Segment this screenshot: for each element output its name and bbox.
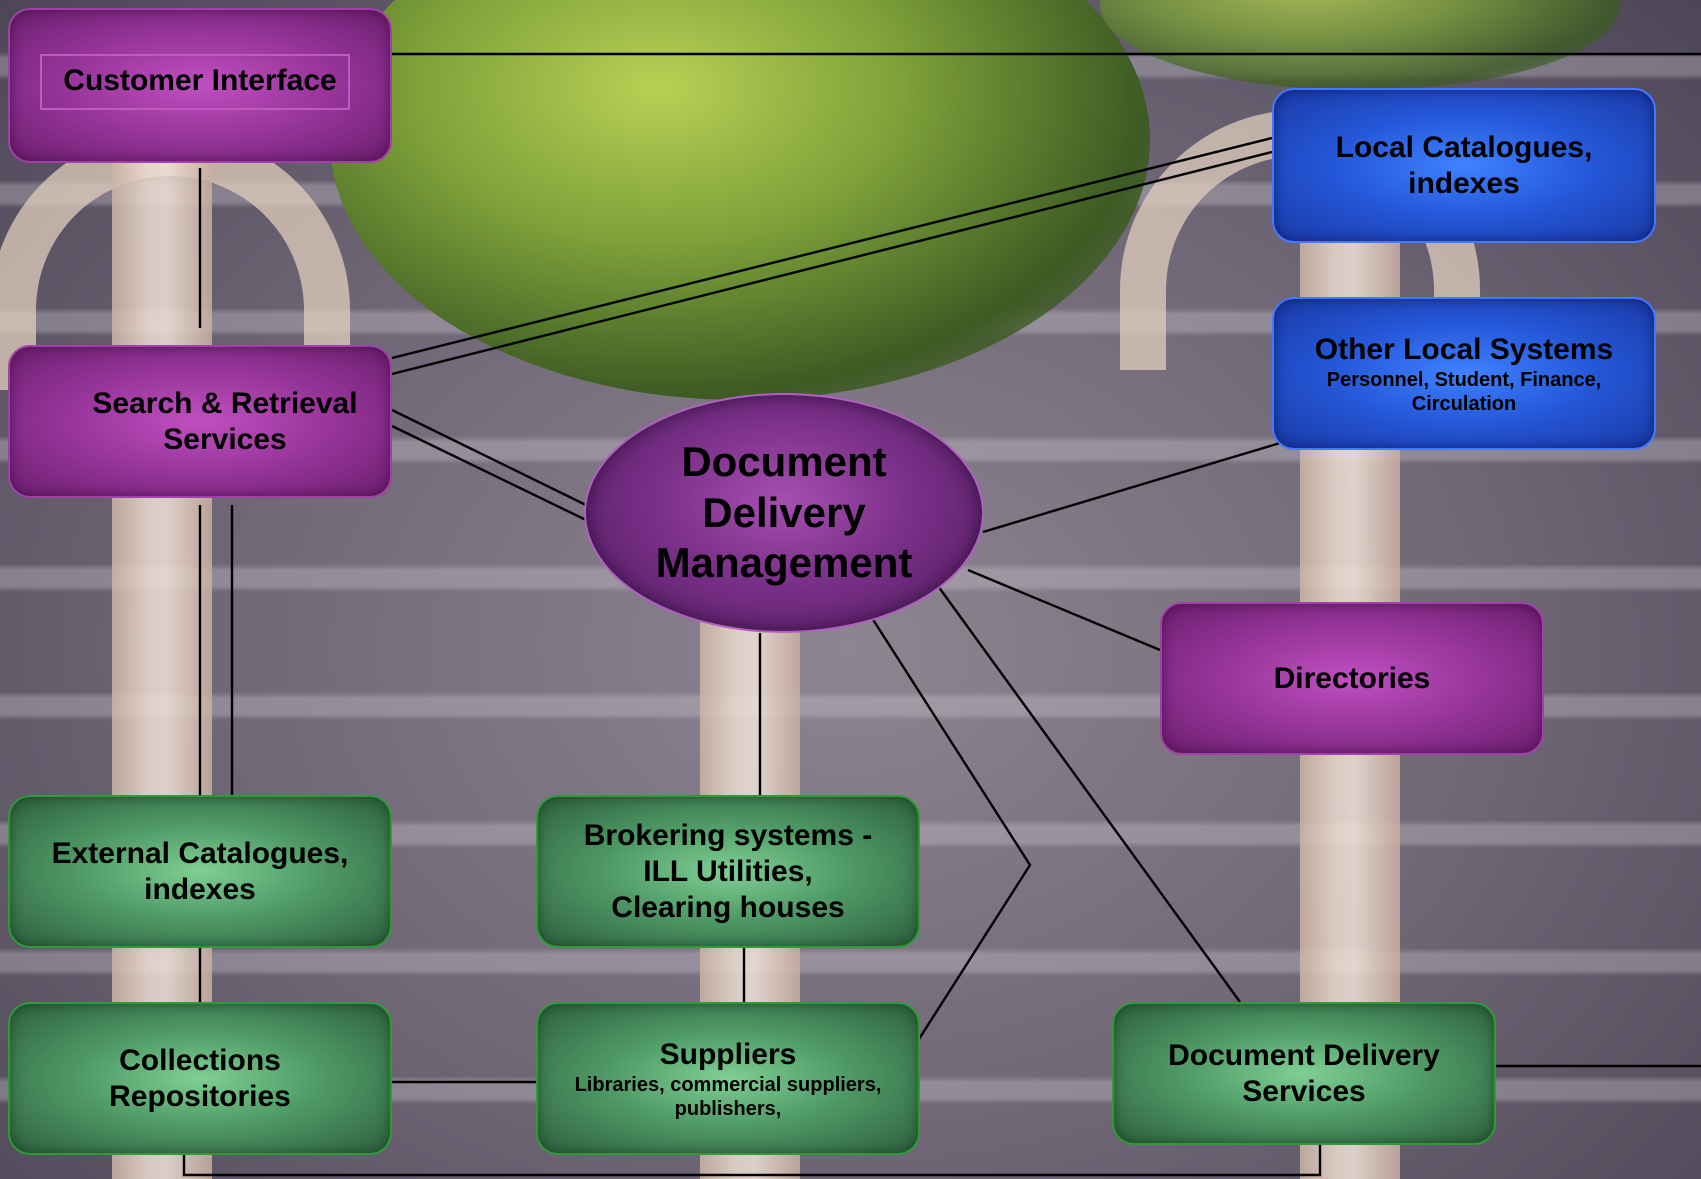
connector-line [391, 136, 1273, 360]
directories-node[interactable]: Directories [1160, 602, 1544, 755]
external-catalogues-label-line1: External Catalogues, [51, 836, 349, 870]
center-label-line3: Management [655, 539, 913, 587]
search-retrieval-node[interactable]: Search & Retrieval Services [8, 345, 392, 498]
other-local-systems-node[interactable]: Other Local Systems Personnel, Student, … [1272, 297, 1656, 450]
directories-label: Directories [1273, 661, 1431, 695]
document-delivery-services-node[interactable]: Document Delivery Services [1112, 1002, 1496, 1145]
collections-label-line2: Repositories [109, 1079, 291, 1113]
search-retrieval-label-line1: Search & Retrieval [92, 386, 358, 420]
local-catalogues-label-line1: Local Catalogues, [1335, 130, 1593, 164]
brokering-systems-node[interactable]: Brokering systems - ILL Utilities, Clear… [536, 795, 920, 948]
document-delivery-management-node[interactable]: Document Delivery Management [584, 393, 984, 633]
brokering-label-line3: Clearing houses [611, 890, 845, 924]
connector-line [870, 617, 1032, 1051]
connector-line [391, 150, 1273, 376]
external-catalogues-node[interactable]: External Catalogues, indexes [8, 795, 392, 948]
brokering-label-line1: Brokering systems - [583, 818, 873, 852]
local-catalogues-label-line2: indexes [1408, 166, 1520, 200]
customer-interface-node[interactable]: Customer Interface [8, 8, 392, 163]
customer-interface-inner-frame [40, 54, 350, 110]
search-retrieval-label-line2: Services [163, 422, 287, 456]
suppliers-node[interactable]: Suppliers Libraries, commercial supplier… [536, 1002, 920, 1155]
dd-services-label-line1: Document Delivery [1168, 1038, 1440, 1072]
connector-line [391, 408, 587, 507]
suppliers-sub-line2: publishers, [674, 1097, 782, 1120]
connector-line [391, 424, 587, 522]
suppliers-sub-line1: Libraries, commercial suppliers, [574, 1073, 882, 1096]
connector-line [182, 1144, 1322, 1177]
other-local-systems-title: Other Local Systems [1314, 332, 1614, 366]
external-catalogues-label-line2: indexes [144, 872, 256, 906]
other-local-systems-sub-line1: Personnel, Student, Finance, [1326, 368, 1602, 391]
collections-repositories-node[interactable]: Collections Repositories [8, 1002, 392, 1155]
center-label-line2: Delivery [702, 488, 866, 536]
other-local-systems-sub-line2: Circulation [1411, 392, 1517, 415]
collections-label-line1: Collections [119, 1043, 281, 1077]
connector-line [937, 585, 1241, 1003]
brokering-label-line2: ILL Utilities, [643, 854, 813, 888]
center-label-line1: Document [681, 438, 887, 486]
connector-line [982, 438, 1291, 534]
background-foliage [330, 0, 1150, 400]
suppliers-title: Suppliers [659, 1037, 797, 1071]
connector-line [967, 568, 1161, 652]
local-catalogues-node[interactable]: Local Catalogues, indexes [1272, 88, 1656, 243]
dd-services-label-line2: Services [1242, 1074, 1366, 1108]
customer-interface-label: Customer Interface [63, 63, 337, 97]
